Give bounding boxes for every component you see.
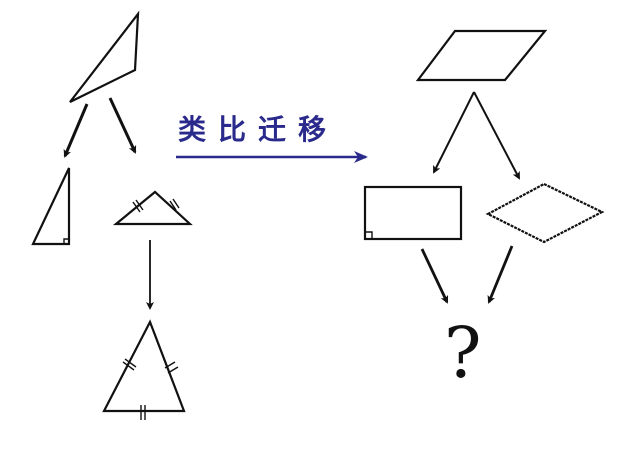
parallelogram <box>415 29 548 82</box>
unknown-result: ? <box>444 312 482 394</box>
general-triangle <box>69 10 140 103</box>
arrow-to-rectangle <box>433 91 475 174</box>
equilateral-triangle <box>102 319 186 420</box>
arrow-to-rhombus <box>473 91 520 180</box>
right-triangle <box>31 167 71 246</box>
arrow-rectangle-to-unknown <box>420 248 449 304</box>
rectangle <box>363 185 463 241</box>
isosceles-triangle <box>112 190 193 226</box>
arrow-to-right-triangle <box>63 103 89 158</box>
rhombus <box>485 182 605 244</box>
arrow-rhombus-to-unknown <box>487 245 514 304</box>
arrow-to-isosceles-triangle <box>108 97 137 154</box>
transfer-label: 类比迁移 <box>178 113 339 146</box>
